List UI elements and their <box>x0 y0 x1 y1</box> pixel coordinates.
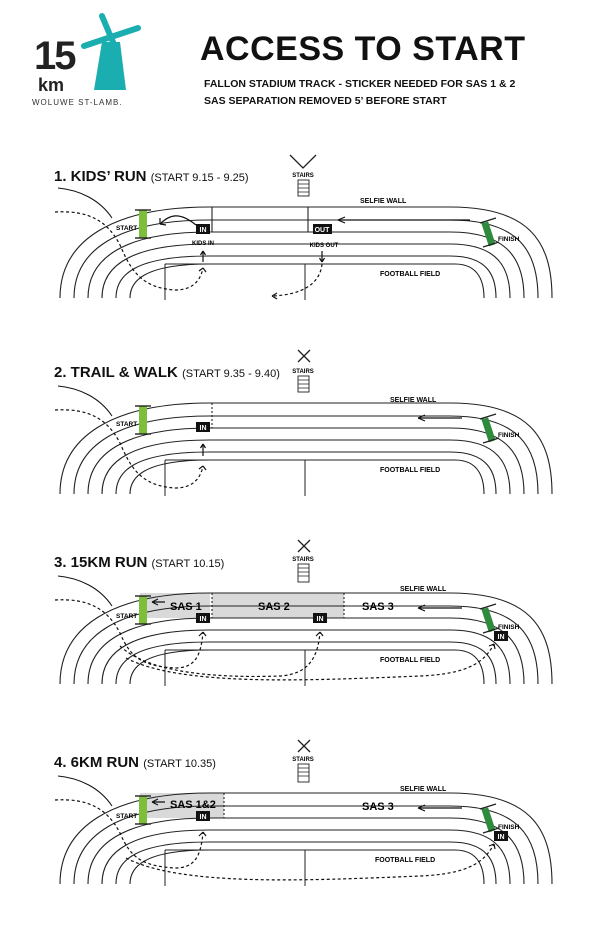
selfie-wall-label: SELFIE WALL <box>400 786 447 793</box>
finish-label: FINISH <box>498 432 520 439</box>
football-field <box>164 459 440 496</box>
subtitle-sticker: FALLON STADIUM TRACK - STICKER NEEDED FO… <box>204 78 516 90</box>
section-4-diagram: STAIRS SELFIE WALL FOOTBALL FIELD SAS 1&… <box>0 736 600 936</box>
stairs-icon <box>289 154 317 197</box>
stairs-icon <box>297 539 311 583</box>
entry-in-badge-sas3 <box>494 631 508 641</box>
start-label: START <box>116 225 137 232</box>
exit-out-badge <box>313 224 332 234</box>
start-arch-icon <box>135 795 151 825</box>
exit-out-text: OUT <box>315 227 331 234</box>
finish-arch-icon <box>479 603 500 634</box>
subtitle-separation: SAS SEPARATION REMOVED 5’ BEFORE START <box>204 95 447 107</box>
logo-place: WOLUWE ST-LAMB. <box>32 98 123 107</box>
entry-in-text: IN <box>200 814 207 821</box>
start-arch-icon <box>135 595 151 625</box>
entry-in-badge-sas3 <box>494 831 508 841</box>
stairs-label: STAIRS <box>292 557 314 563</box>
selfie-wall-label: SELFIE WALL <box>390 397 437 404</box>
kids-out-label: KIDS OUT <box>310 243 339 249</box>
entry-in-text: IN <box>200 616 207 623</box>
section-1-diagram: STAIRS SELFIE WALL FOOTBALL FIELD START … <box>0 150 600 350</box>
stairs-icon <box>297 349 311 393</box>
event-logo: 15 km WOLUWE ST-LAMB. <box>28 12 168 107</box>
football-field <box>164 263 440 300</box>
football-field-label: FOOTBALL FIELD <box>380 271 440 278</box>
section-time: (START 9.35 - 9.40) <box>182 368 280 380</box>
entry-in-badge <box>196 224 210 234</box>
sas-3-label: SAS 3 <box>362 801 394 813</box>
section-3-diagram: STAIRS SELFIE WALL FOOTBALL FIELD SAS 1 … <box>0 536 600 736</box>
finish-label: FINISH <box>498 236 520 243</box>
stairs-icon <box>297 739 311 783</box>
kids-in-label: KIDS IN <box>192 241 214 247</box>
page-title: ACCESS TO START <box>200 30 526 68</box>
start-label: START <box>116 613 137 620</box>
selfie-wall-label: SELFIE WALL <box>400 586 447 593</box>
section-heading-text: 3. 15KM RUN <box>54 554 148 571</box>
finish-arch-icon <box>479 413 500 444</box>
sas-3-label: SAS 3 <box>362 601 394 613</box>
section-time: (START 9.15 - 9.25) <box>150 172 249 184</box>
finish-label: FINISH <box>498 624 520 631</box>
football-field-label: FOOTBALL FIELD <box>375 857 435 864</box>
section-heading-text: 4. 6KM RUN <box>54 754 140 771</box>
entry-in-badge <box>196 422 210 432</box>
start-arch-icon <box>135 405 151 435</box>
start-label: START <box>116 813 137 820</box>
route-arrows <box>54 575 496 681</box>
logo-number: 15 <box>34 34 76 78</box>
football-field <box>164 649 440 686</box>
football-field-label: FOOTBALL FIELD <box>380 657 440 664</box>
stairs-label: STAIRS <box>292 369 314 375</box>
stairs-label: STAIRS <box>292 757 314 763</box>
finish-label: FINISH <box>498 824 520 831</box>
selfie-wall-label: SELFIE WALL <box>360 198 407 205</box>
section-2-diagram: STAIRS SELFIE WALL FOOTBALL FIELD START … <box>0 346 600 546</box>
football-field-label: FOOTBALL FIELD <box>380 467 440 474</box>
running-track <box>59 792 553 885</box>
route-arrows <box>54 385 462 489</box>
section-1-heading: 1. KIDS’ RUN (START 9.15 - 9.25) <box>54 168 249 185</box>
finish-arch-icon <box>479 217 500 248</box>
route-arrows <box>54 775 496 881</box>
section-time: (START 10.35) <box>143 758 216 770</box>
section-4-heading: 4. 6KM RUN (START 10.35) <box>54 754 216 771</box>
route-arrows <box>54 187 470 300</box>
logo-unit: km <box>38 75 65 95</box>
sas-1-label: SAS 1 <box>170 601 202 613</box>
stairs-label: STAIRS <box>292 173 314 179</box>
finish-arch-icon <box>479 803 500 834</box>
section-3-heading: 3. 15KM RUN (START 10.15) <box>54 554 224 571</box>
start-arch-icon <box>135 209 151 239</box>
football-field <box>164 849 440 886</box>
section-time: (START 10.15) <box>151 558 225 570</box>
windmill-icon <box>81 13 141 90</box>
sas-1-2-label: SAS 1&2 <box>170 799 216 811</box>
running-track <box>59 206 553 299</box>
section-heading-text: 2. TRAIL & WALK <box>54 364 178 381</box>
entry-in-text: IN <box>498 634 505 641</box>
entry-in-text: IN <box>200 227 207 234</box>
entry-in-badge-sas1 <box>196 613 210 623</box>
entry-in-text: IN <box>498 834 505 841</box>
entry-in-badge-sas12 <box>196 811 210 821</box>
sas-2-label: SAS 2 <box>258 601 290 613</box>
entry-in-badge-sas2 <box>313 613 327 623</box>
section-heading-text: 1. KIDS’ RUN <box>54 168 147 185</box>
entry-in-text: IN <box>317 616 324 623</box>
running-track <box>59 402 553 495</box>
section-2-heading: 2. TRAIL & WALK (START 9.35 - 9.40) <box>54 364 280 381</box>
start-label: START <box>116 421 137 428</box>
entry-in-text: IN <box>200 425 207 432</box>
